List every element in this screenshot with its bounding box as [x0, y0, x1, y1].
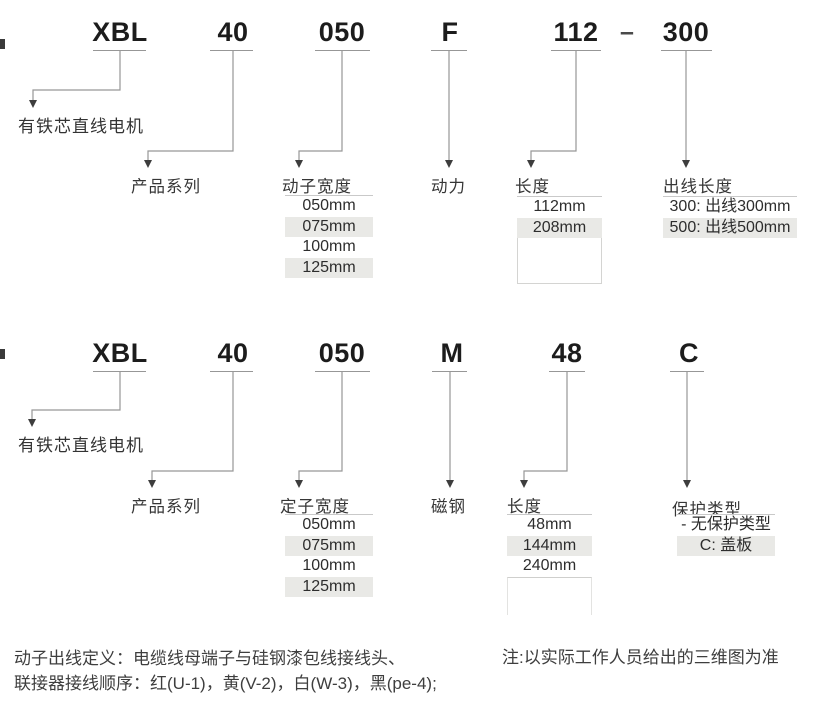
connector-length-bottom — [523, 372, 568, 481]
arrow-icon — [295, 160, 303, 168]
arrow-icon — [144, 160, 152, 168]
field-label-series-bottom: 产品系列 — [131, 498, 201, 516]
code-part-power-top: F — [441, 17, 459, 47]
code-underline — [549, 371, 585, 372]
code-underline — [431, 50, 467, 51]
list-empty-extension — [507, 576, 592, 615]
option-list-length-bottom: 48mm 144mm 240mm — [507, 514, 592, 615]
field-label-outlet-length: 出线长度 — [663, 178, 733, 196]
option-row: 125mm — [285, 257, 373, 278]
arrow-icon — [683, 480, 691, 488]
arrow-icon — [28, 419, 36, 427]
footnote-3d-reference: 注:以实际工作人员给出的三维图为准 — [502, 648, 779, 667]
connector-root-top — [32, 51, 121, 101]
code-part-length-bottom: 48 — [551, 338, 583, 368]
option-list-protection-type: - 无保护类型 C: 盖板 — [677, 514, 775, 556]
code-underline — [93, 50, 146, 51]
option-row: 500: 出线500mm — [663, 217, 797, 238]
connector-root-bottom — [31, 372, 121, 420]
code-underline — [551, 50, 601, 51]
option-row: 48mm — [507, 515, 592, 536]
option-row: 100mm — [285, 556, 373, 577]
option-row: 300: 出线300mm — [663, 197, 797, 218]
connector-series-bottom — [151, 372, 234, 481]
option-row: - 无保护类型 — [677, 515, 775, 536]
connector-length-top — [530, 51, 577, 161]
root-label-top: 有铁芯直线电机 — [18, 117, 144, 136]
field-label-length-top: 长度 — [515, 178, 550, 196]
option-row: 144mm — [507, 535, 592, 556]
option-list-length-top: 112mm 208mm — [517, 196, 602, 284]
code-underline — [210, 371, 253, 372]
field-label-length-bottom: 长度 — [507, 498, 542, 516]
code-underline — [432, 371, 467, 372]
field-label-power: 动力 — [431, 178, 466, 196]
code-underline — [661, 50, 712, 51]
code-underline — [315, 50, 370, 51]
arrow-icon — [29, 100, 37, 108]
option-row: 112mm — [517, 197, 602, 218]
option-list-stator-width: 050mm 075mm 100mm 125mm — [285, 514, 373, 597]
code-separator-dash: – — [620, 18, 634, 46]
field-label-mover-width: 动子宽度 — [282, 178, 352, 196]
code-part-series-top: XBL — [92, 17, 148, 47]
footnote-wiring-order: 联接器接线顺序：红(U-1)，黄(V-2)，白(W-3)，黑(pe-4); — [14, 674, 437, 693]
field-label-magnet: 磁钢 — [431, 498, 466, 516]
arrowheads — [28, 100, 691, 488]
code-part-size-top: 40 — [217, 17, 249, 47]
code-part-protect-bottom: C — [679, 338, 699, 368]
arrow-icon — [148, 480, 156, 488]
code-part-series-bottom: XBL — [92, 338, 148, 368]
option-row: 075mm — [285, 216, 373, 237]
option-row: 240mm — [507, 556, 592, 577]
arrow-icon — [520, 480, 528, 488]
option-row: C: 盖板 — [677, 535, 775, 556]
code-part-size-bottom: 40 — [217, 338, 249, 368]
code-underline — [670, 371, 704, 372]
arrow-icon — [446, 480, 454, 488]
code-underline — [315, 371, 370, 372]
option-row: 050mm — [285, 515, 373, 536]
connector-width-bottom — [298, 372, 343, 481]
option-list-outlet-length: 300: 出线300mm 500: 出线500mm — [663, 196, 797, 238]
arrow-icon — [682, 160, 690, 168]
code-underline — [93, 371, 146, 372]
code-part-width-top: 050 — [318, 17, 366, 47]
connector-width-top — [298, 51, 343, 161]
field-label-stator-width: 定子宽度 — [280, 498, 350, 516]
connector-series-top — [147, 51, 234, 161]
edge-artifact — [0, 349, 5, 359]
option-row: 125mm — [285, 576, 373, 597]
code-part-width-bottom: 050 — [318, 338, 366, 368]
arrow-icon — [527, 160, 535, 168]
root-label-bottom: 有铁芯直线电机 — [18, 436, 144, 455]
arrow-icon — [445, 160, 453, 168]
option-list-mover-width: 050mm 075mm 100mm 125mm — [285, 195, 373, 278]
arrow-icon — [295, 480, 303, 488]
code-part-magnet-bottom: M — [440, 338, 464, 368]
code-part-length-top: 112 — [553, 17, 599, 47]
edge-artifact — [0, 39, 5, 49]
list-empty-extension — [517, 238, 602, 284]
option-row: 100mm — [285, 237, 373, 258]
code-part-outlet-top: 300 — [662, 17, 710, 47]
code-underline — [210, 50, 253, 51]
option-row: 050mm — [285, 196, 373, 217]
option-row: 208mm — [517, 217, 602, 238]
footnote-wiring-definition: 动子出线定义：电缆线母端子与硅钢漆包线接线头、 — [14, 649, 405, 668]
option-row: 075mm — [285, 535, 373, 556]
field-label-series-top: 产品系列 — [131, 178, 201, 196]
